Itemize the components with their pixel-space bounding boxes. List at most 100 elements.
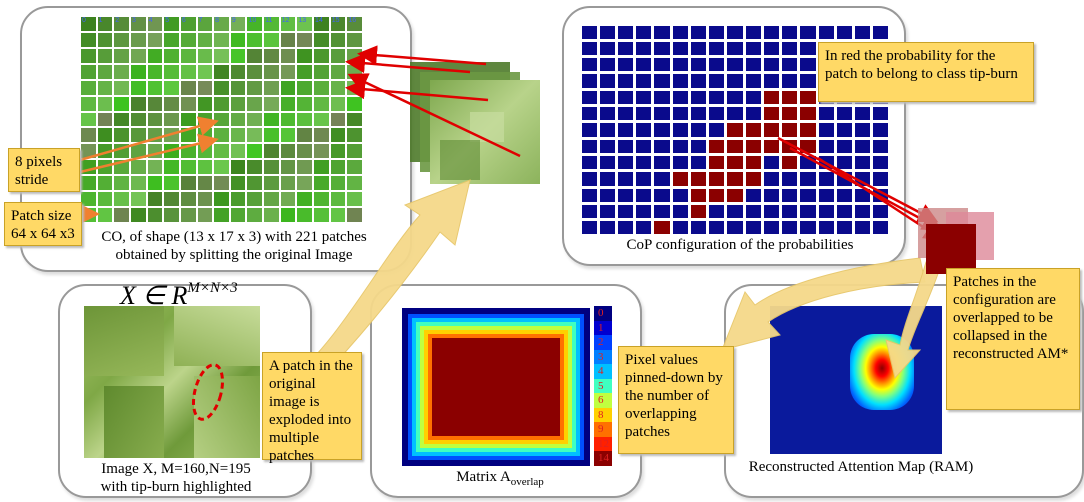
image-formula: X ∈ RM×N×3 <box>120 280 238 310</box>
cop-cell <box>727 221 743 235</box>
co-patch <box>214 144 229 159</box>
co-patch <box>81 32 96 47</box>
co-patch <box>280 64 296 79</box>
co-patch <box>297 32 313 47</box>
co-patch <box>247 80 263 95</box>
co-column-number: 12 <box>281 17 290 24</box>
co-patch <box>81 17 96 31</box>
colorbar-tick: 3 <box>598 350 604 363</box>
cop-cell <box>745 172 761 186</box>
cop-cell <box>800 139 816 153</box>
co-patch <box>164 80 179 95</box>
cop-cell <box>672 172 688 186</box>
cop-cell <box>581 58 597 72</box>
co-patch <box>314 64 329 79</box>
cop-cell <box>836 221 853 235</box>
co-patch <box>314 80 329 95</box>
co-patch <box>197 32 213 47</box>
co-patch <box>114 208 129 222</box>
cop-cell <box>855 107 871 121</box>
cop-cell <box>782 188 798 202</box>
cop-cell <box>599 58 615 72</box>
co-patch <box>230 176 246 191</box>
co-patch <box>297 160 313 175</box>
co-patch <box>97 17 113 31</box>
cop-cell <box>818 123 834 137</box>
co-patch <box>180 176 196 191</box>
co-patch <box>180 32 196 47</box>
co-patch <box>130 48 146 63</box>
co-column-number: 16 <box>348 17 357 24</box>
cop-cell <box>818 221 834 235</box>
co-patch <box>114 192 129 207</box>
co-patch <box>81 192 96 207</box>
cop-caption: CoP configuration of the probabilities <box>626 237 854 253</box>
co-patch <box>330 48 346 63</box>
co-patch <box>280 112 296 127</box>
co-patch <box>330 80 346 95</box>
cop-cell <box>599 172 615 186</box>
cop-cell <box>636 58 652 72</box>
co-patch <box>164 96 179 111</box>
co-patch <box>114 112 129 127</box>
co-patch <box>230 32 246 47</box>
cop-cell <box>763 172 780 186</box>
cop-cell <box>709 123 725 137</box>
colorbar-segment <box>594 422 612 437</box>
cop-cell <box>672 221 688 235</box>
cop-cell <box>855 204 871 219</box>
colorbar-segment <box>594 306 612 321</box>
cop-cell <box>855 123 871 137</box>
cop-cell <box>800 221 816 235</box>
co-patch <box>147 80 163 95</box>
cop-cell <box>873 107 889 121</box>
co-patch <box>230 128 246 143</box>
co-patch <box>264 17 279 31</box>
cop-cell <box>745 74 761 88</box>
co-patch <box>147 112 163 127</box>
cop-cell <box>599 155 615 170</box>
cop-cell <box>873 25 889 39</box>
co-patch <box>130 192 146 207</box>
co-patch <box>280 17 296 31</box>
cop-cell <box>654 155 670 170</box>
co-patch <box>264 112 279 127</box>
cop-cell <box>836 107 853 121</box>
co-patch <box>247 17 263 31</box>
co-patch <box>347 64 362 79</box>
cop-cell <box>581 107 597 121</box>
co-patch <box>81 208 96 222</box>
co-patch <box>81 112 96 127</box>
co-patch <box>280 48 296 63</box>
cop-cell <box>654 123 670 137</box>
co-patch <box>264 64 279 79</box>
co-patch <box>180 144 196 159</box>
co-patch <box>314 176 329 191</box>
co-patch <box>280 176 296 191</box>
cop-cell <box>709 188 725 202</box>
co-patch <box>297 48 313 63</box>
exploded-callout: A patch in the original image is explode… <box>262 352 362 464</box>
co-patch <box>180 208 196 222</box>
cop-cell <box>690 155 707 170</box>
cop-cell <box>836 188 853 202</box>
colorbar-tick: 6 <box>598 394 604 407</box>
matrix-caption: Matrix Aoverlap <box>456 469 544 488</box>
cop-cell <box>800 155 816 170</box>
co-patch <box>147 144 163 159</box>
co-patch <box>81 144 96 159</box>
cop-cell <box>727 123 743 137</box>
cop-cell <box>763 139 780 153</box>
colorbar-tick: 5 <box>598 379 604 392</box>
co-patch <box>180 192 196 207</box>
cop-cell <box>745 90 761 105</box>
co-patch <box>347 160 362 175</box>
red-patch-stack <box>918 208 998 280</box>
co-patch <box>114 80 129 95</box>
cop-cell <box>763 123 780 137</box>
co-patch <box>147 208 163 222</box>
cop-cell <box>763 107 780 121</box>
cop-cell <box>581 221 597 235</box>
co-patch <box>280 128 296 143</box>
colorbar-segment <box>594 436 612 452</box>
